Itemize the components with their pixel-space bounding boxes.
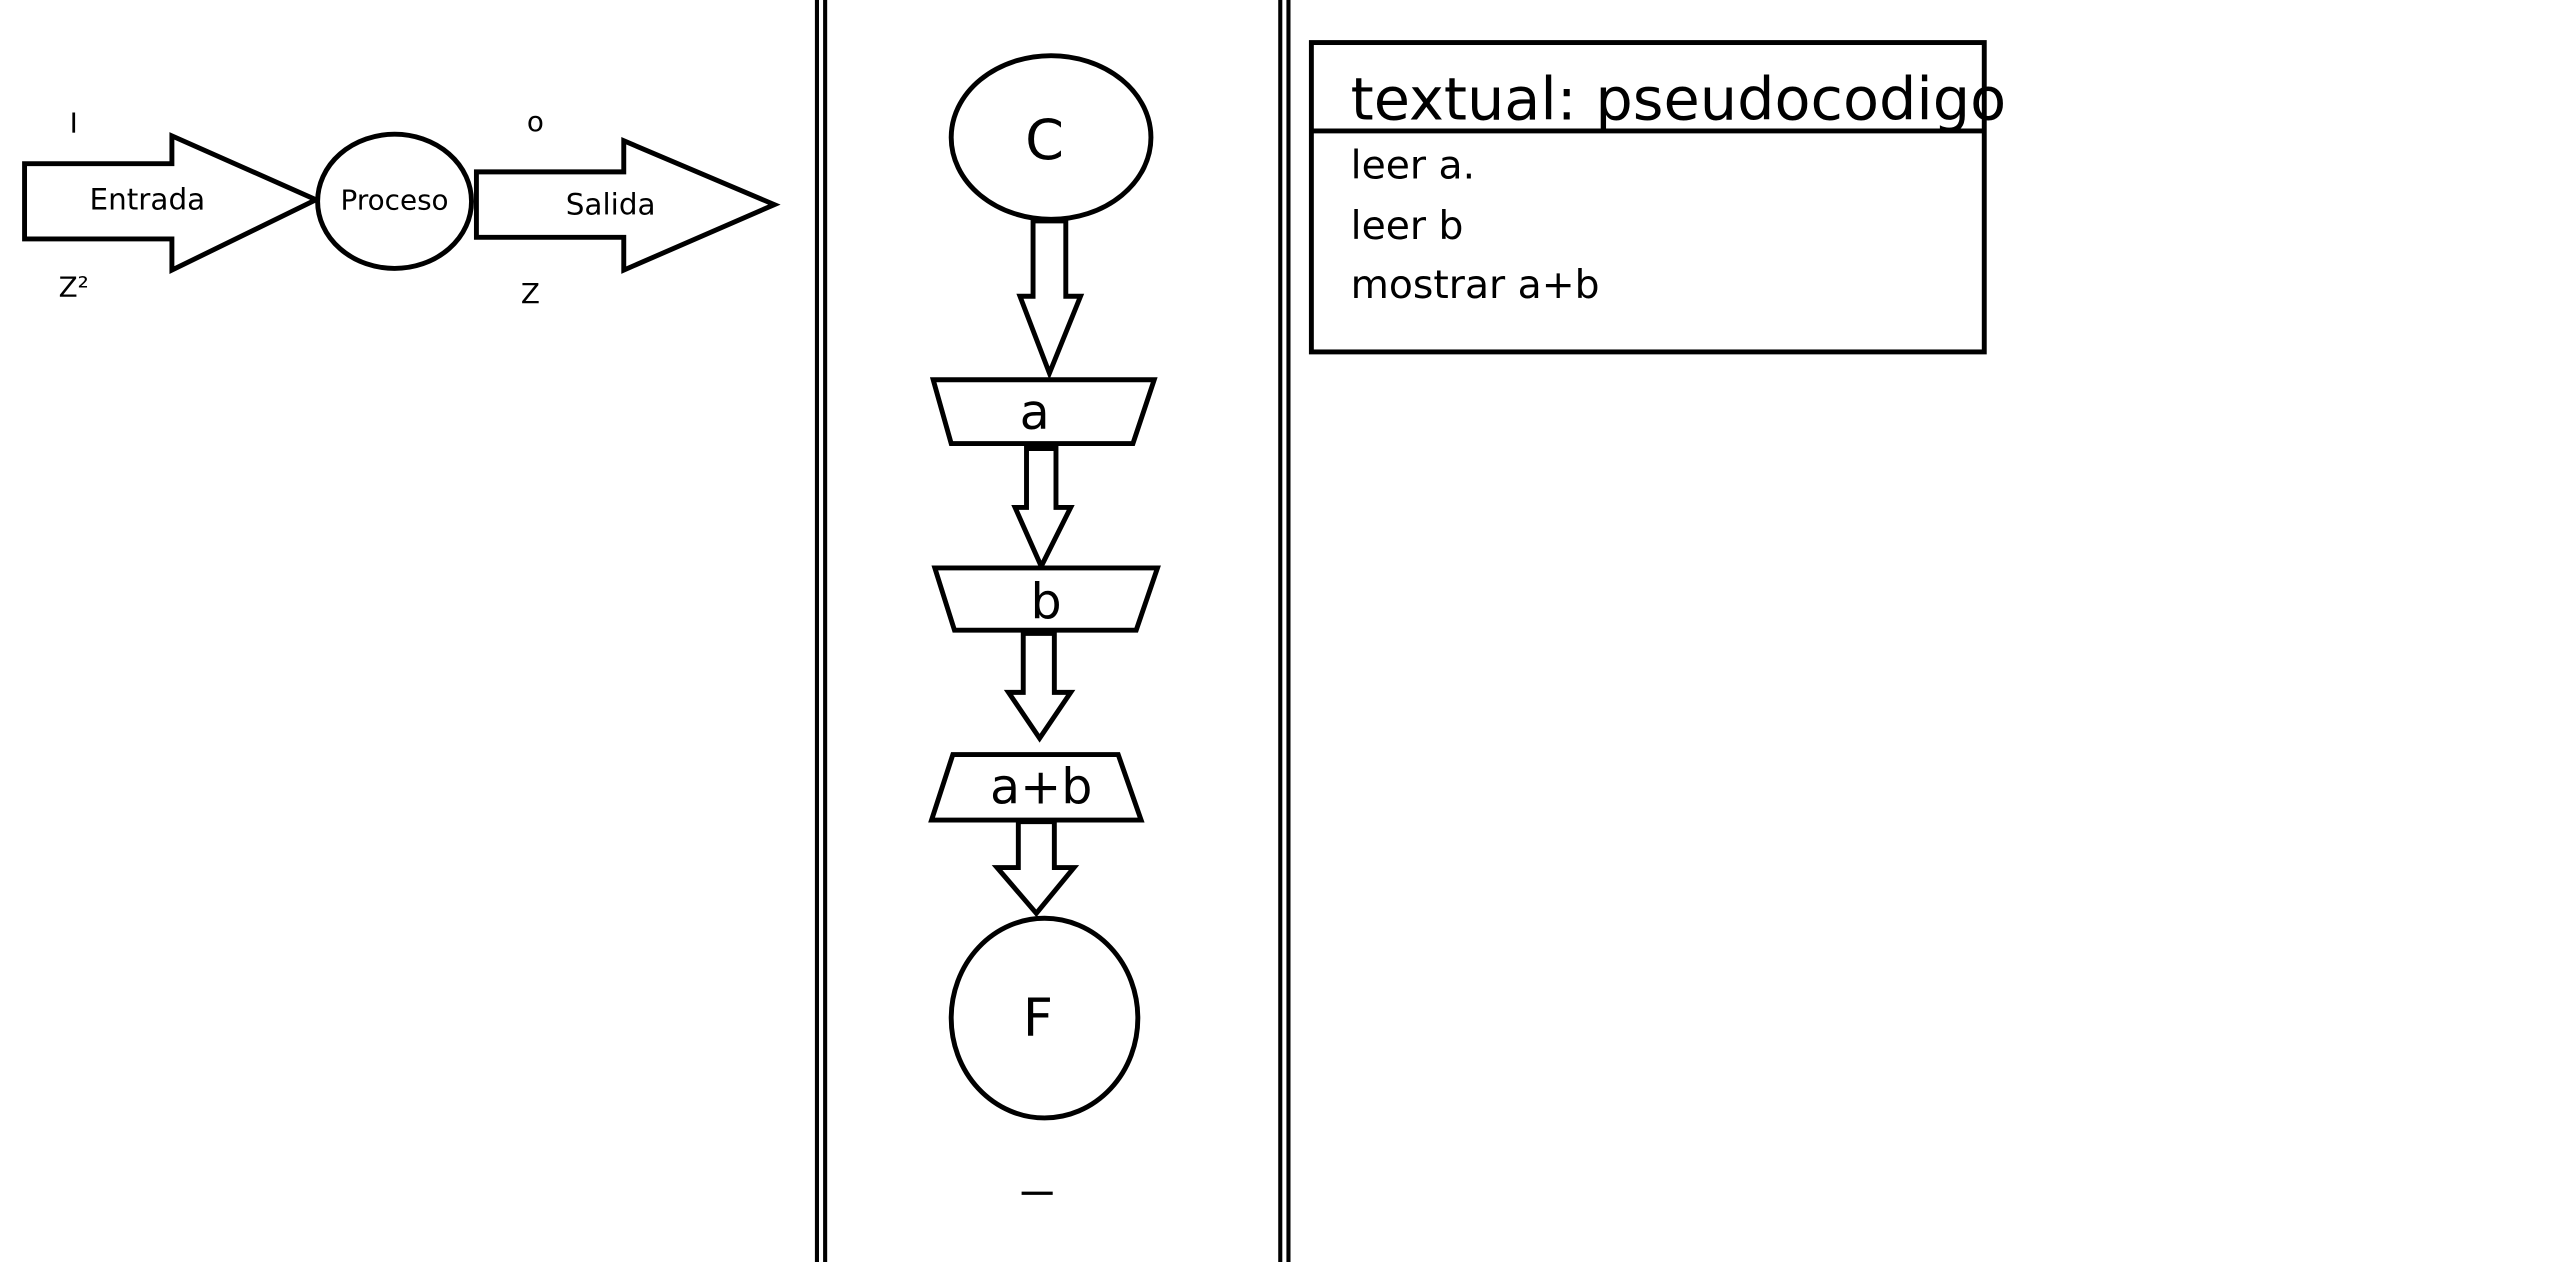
output-node-label: a+b xyxy=(990,758,1092,816)
input-node-b xyxy=(931,565,1161,633)
output-node xyxy=(928,752,1145,823)
end-node xyxy=(948,915,1141,1121)
process-circle xyxy=(315,131,474,271)
section-dividers xyxy=(814,0,1291,1262)
output-arrow xyxy=(473,137,781,274)
pseudocode-line-2: leer b xyxy=(1351,204,1464,249)
output-top-label: o xyxy=(527,105,544,138)
input-bottom-label: Z² xyxy=(59,270,89,303)
process-label: Proceso xyxy=(341,184,449,217)
pseudocode-frame xyxy=(1308,40,1987,355)
pseudocode-title: textual: pseudocodigo xyxy=(1351,64,2007,133)
start-label: C xyxy=(1025,108,1064,173)
pseudocode-line-1: leer a. xyxy=(1351,143,1475,188)
arrow-b-to-output xyxy=(1003,631,1076,743)
input-label: Entrada xyxy=(89,183,205,217)
input-node-b-label: b xyxy=(1031,573,1062,631)
arrow-output-to-end xyxy=(991,819,1080,918)
output-bottom-label: Z xyxy=(521,277,540,310)
arrow-a-to-b xyxy=(1011,446,1075,573)
pseudocode-box: textual: pseudocodigo leer a. leer b mos… xyxy=(1308,40,2007,355)
input-node-a xyxy=(929,377,1158,447)
end-label: F xyxy=(1023,988,1053,1049)
input-node-a-label: a xyxy=(1020,383,1050,441)
input-arrow xyxy=(22,132,322,275)
input-top-label: I xyxy=(70,107,78,140)
output-label: Salida xyxy=(566,187,656,221)
pseudocode-line-3: mostrar a+b xyxy=(1351,263,1600,308)
arrow-start-to-a xyxy=(1016,218,1085,380)
ipo-diagram: Entrada I Z² Proceso Salida o Z xyxy=(22,105,781,310)
flowchart: C a b a+b F xyxy=(928,53,1161,1195)
